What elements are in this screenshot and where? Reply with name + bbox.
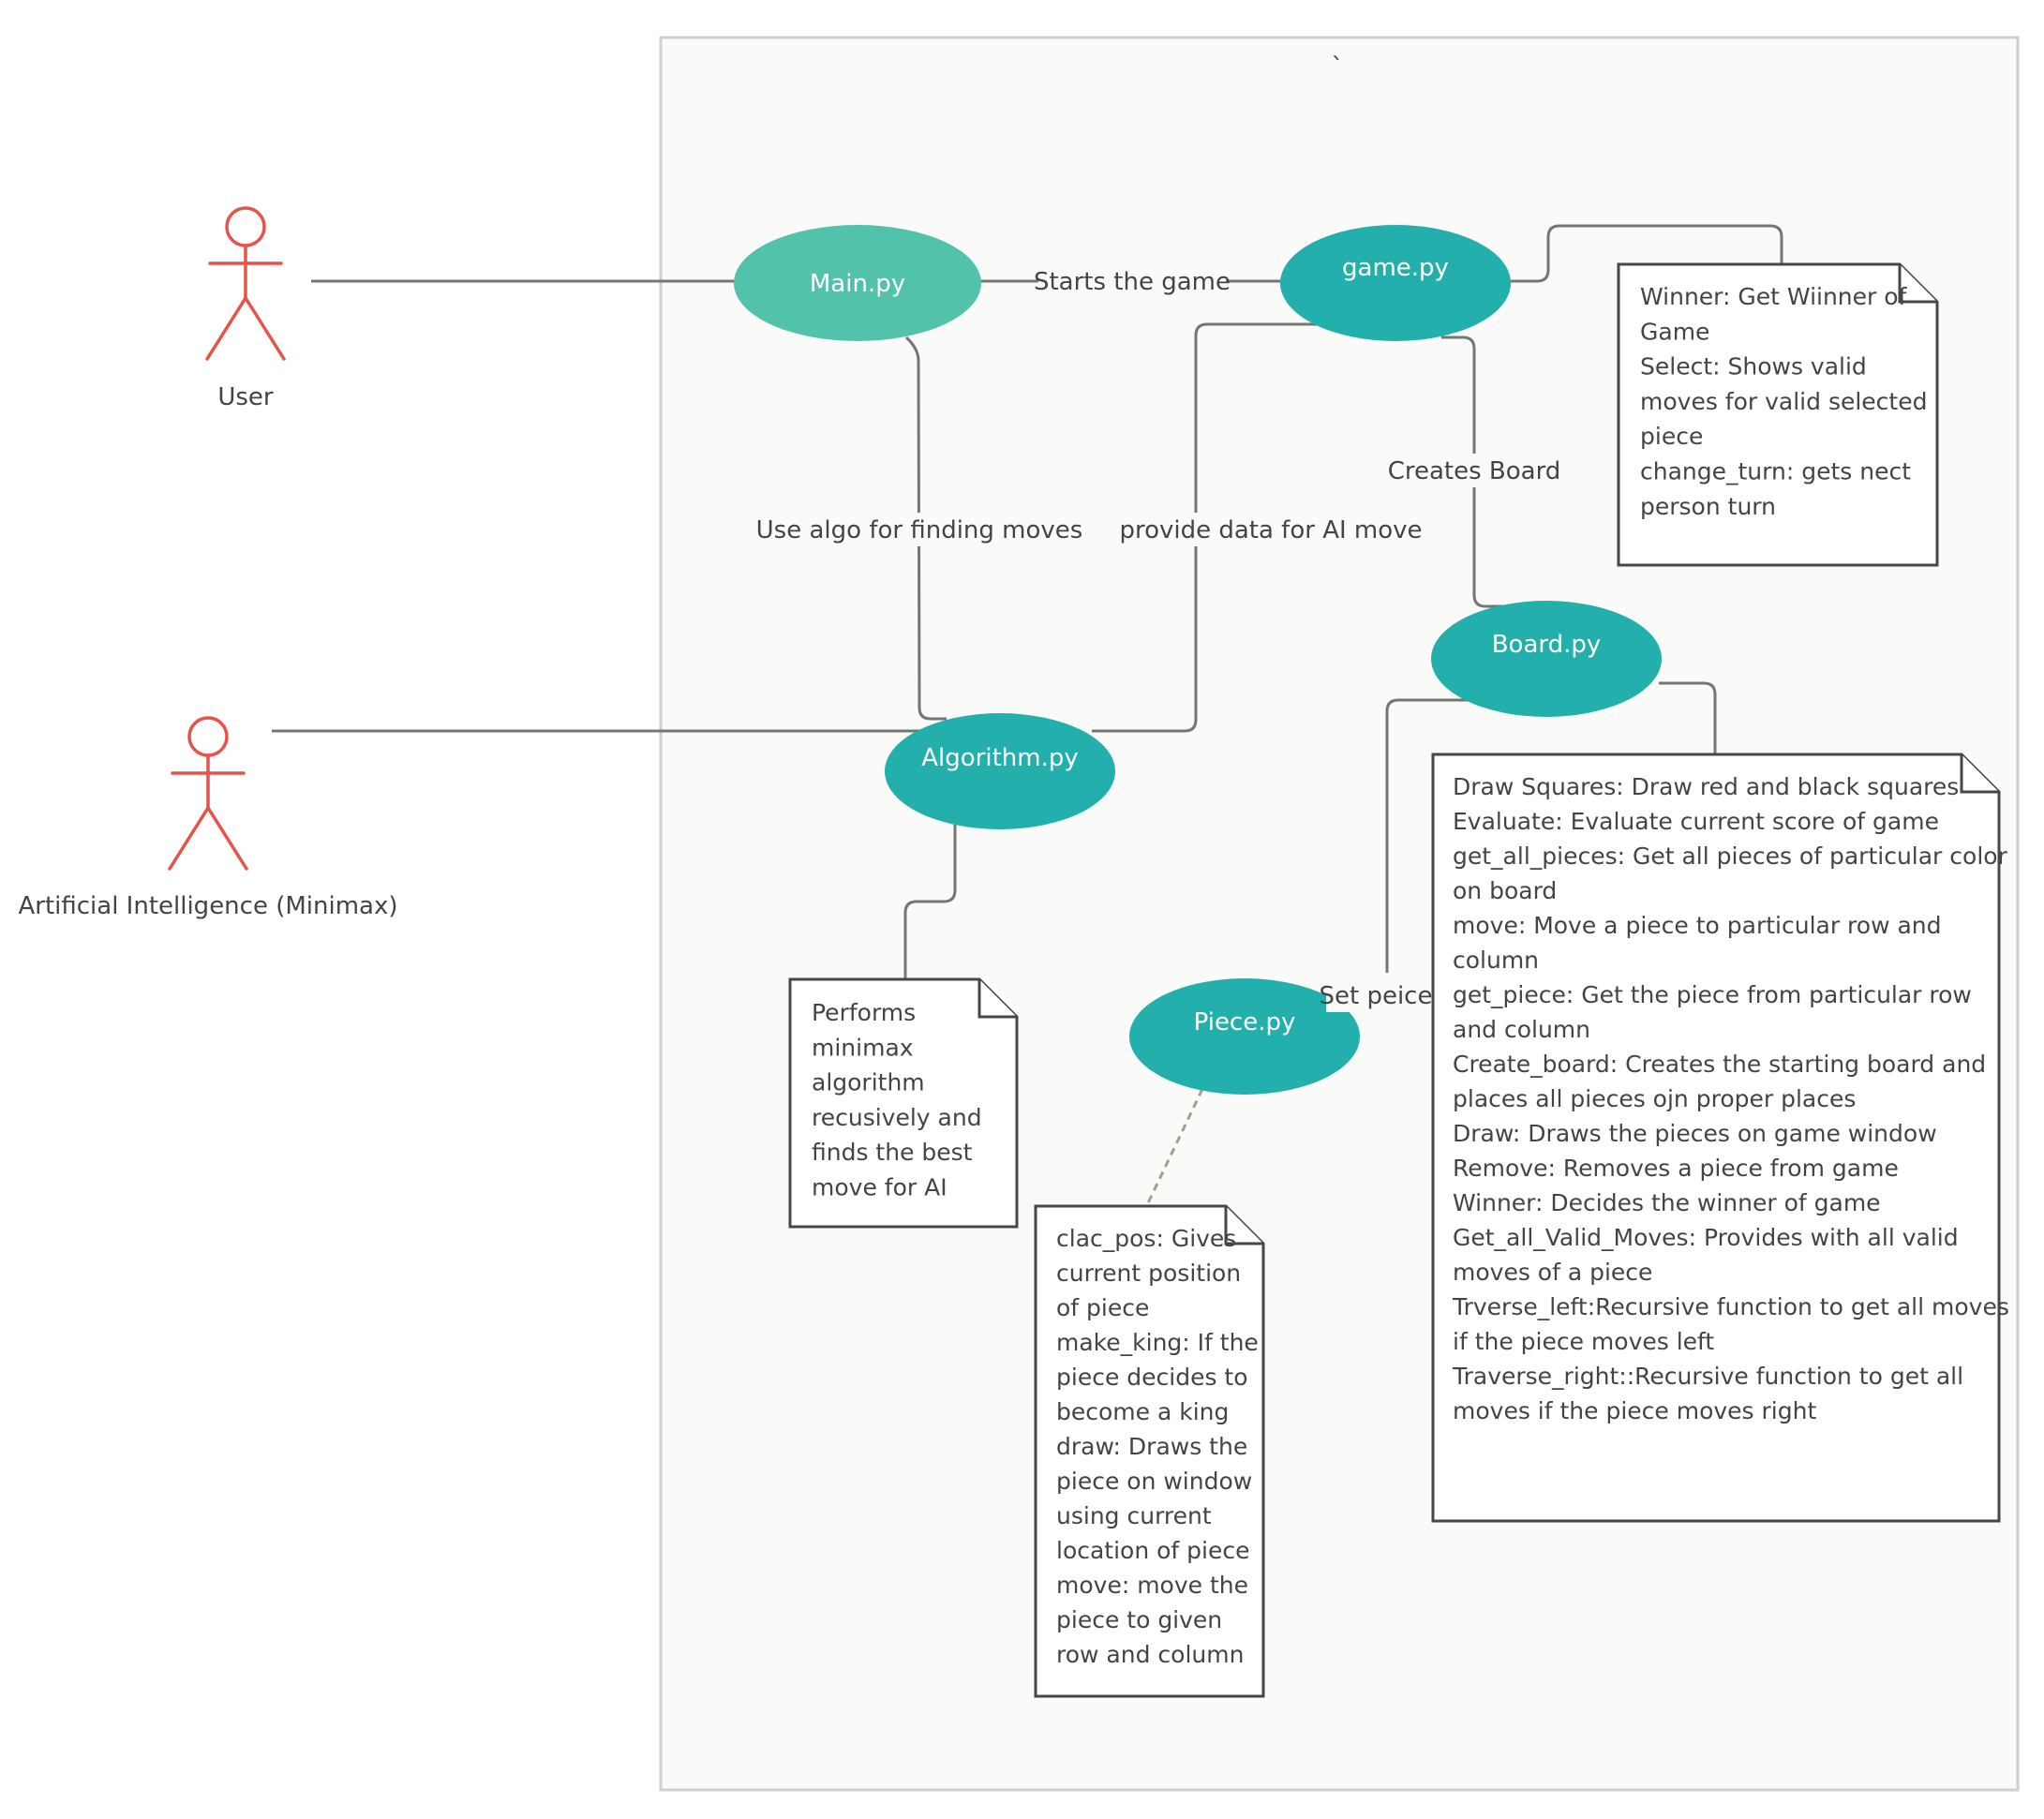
board-note-line: Winner: Decides the winner of game xyxy=(1453,1189,1881,1216)
board-note-line: column xyxy=(1453,947,1539,974)
tick-mark: ` xyxy=(1332,53,1344,82)
board-note-line: Traverse_right::Recursive function to ge… xyxy=(1452,1363,1963,1390)
provide-data-label-bg xyxy=(1130,513,1411,546)
game-note-line: piece xyxy=(1640,423,1703,450)
board-note-line: get_piece: Get the piece from particular… xyxy=(1453,981,1972,1008)
piece-node[interactable] xyxy=(1129,978,1360,1095)
board-note-line: Create_board: Creates the starting board… xyxy=(1453,1051,1986,1078)
board-note-line: get_all_pieces: Get all pieces of partic… xyxy=(1453,842,2008,870)
piece-note-line: using current xyxy=(1056,1502,1212,1529)
piece-note-line: draw: Draws the xyxy=(1056,1433,1247,1460)
board-note-line: Trverse_left:Recursive function to get a… xyxy=(1452,1293,2009,1320)
piece-note-line: clac_pos: Gives xyxy=(1056,1225,1236,1252)
creates-board-label-bg xyxy=(1390,454,1559,487)
board-node[interactable] xyxy=(1431,601,1662,717)
piece-note-line: become a king xyxy=(1056,1398,1229,1425)
piece-note-line: piece on window xyxy=(1056,1468,1252,1495)
piece-note-line: piece decides to xyxy=(1056,1364,1248,1391)
piece-note-line: current position xyxy=(1056,1260,1241,1287)
board-note-line: moves if the piece moves right xyxy=(1453,1397,1816,1424)
board-note-line: Get_all_Valid_Moves: Provides with all v… xyxy=(1453,1224,1959,1251)
game-note-line: moves for valid selected xyxy=(1640,388,1927,415)
main-to-algorithm-connector xyxy=(904,335,947,721)
creates-board-label: Creates Board xyxy=(1388,457,1561,485)
board-note-line: move: Move a piece to particular row and xyxy=(1453,912,1942,939)
set-piece-label: Set peice xyxy=(1320,982,1433,1010)
board-note-line: Draw: Draws the pieces on game window xyxy=(1453,1120,1937,1147)
board-to-piece-connector xyxy=(1385,698,1471,973)
game-note-line: Winner: Get Wiinner of xyxy=(1640,283,1908,310)
user-actor-icon xyxy=(205,206,286,361)
starts-game-label: Starts the game xyxy=(1034,268,1231,296)
game-note xyxy=(1617,262,1939,567)
ai-actor-icon xyxy=(168,716,248,871)
main-node-label: Main.py xyxy=(810,270,905,298)
user-actor-label: User xyxy=(217,383,274,411)
board-to-note-connector xyxy=(1659,681,1717,754)
ai-actor-label: Artificial Intelligence (Minimax) xyxy=(18,892,397,920)
game-note-line: Select: Shows valid xyxy=(1640,353,1867,380)
piece-note-line: move: move the xyxy=(1056,1572,1248,1599)
algo-note-line: Performs xyxy=(812,999,916,1026)
use-algo-label-bg xyxy=(768,513,1070,546)
algorithm-to-note-connector xyxy=(903,825,957,979)
board-note-line: on board xyxy=(1453,877,1557,904)
provide-data-label: provide data for AI move xyxy=(1119,516,1422,544)
algo-note-line: minimax xyxy=(812,1034,914,1061)
board-node-label: Board.py xyxy=(1492,631,1602,659)
board-note-line: Evaluate: Evaluate current score of game xyxy=(1453,808,1939,835)
set-piece-label-bg xyxy=(1326,978,1425,1012)
use-algo-label: Use algo for finding moves xyxy=(756,516,1083,544)
algorithm-note xyxy=(788,977,1019,1229)
main-node[interactable] xyxy=(734,225,981,341)
algo-note-line: recusively and xyxy=(812,1104,982,1131)
game-note-line: change_turn: gets nect xyxy=(1640,458,1911,485)
board-note-line: Remove: Removes a piece from game xyxy=(1453,1155,1899,1182)
board-note xyxy=(1431,753,2001,1523)
algorithm-node-label: Algorithm.py xyxy=(921,744,1079,772)
piece-note-line: row and column xyxy=(1056,1641,1244,1668)
game-node-label: game.py xyxy=(1342,254,1449,282)
board-note-line: places all pieces ojn proper places xyxy=(1453,1085,1856,1112)
piece-note-line: piece to given xyxy=(1056,1606,1222,1633)
algo-note-line: finds the best xyxy=(812,1139,973,1166)
piece-note xyxy=(1034,1204,1265,1698)
piece-note-line: make_king: If the xyxy=(1056,1329,1259,1356)
game-to-note-connector xyxy=(1511,224,1783,283)
game-node[interactable] xyxy=(1280,225,1511,341)
piece-note-line: location of piece xyxy=(1056,1537,1250,1564)
algo-note-line: move for AI xyxy=(812,1174,947,1201)
algo-note-line: algorithm xyxy=(812,1069,925,1096)
starts-game-label-bg xyxy=(1038,264,1226,298)
board-note-line: moves of a piece xyxy=(1453,1259,1652,1286)
board-note-line: if the piece moves left xyxy=(1453,1328,1714,1355)
piece-note-line: of piece xyxy=(1056,1294,1149,1321)
algorithm-node[interactable] xyxy=(885,713,1115,829)
piece-to-note-connector xyxy=(1143,1088,1204,1210)
board-note-line: Draw Squares: Draw red and black squares xyxy=(1453,773,1959,800)
game-note-line: person turn xyxy=(1640,493,1776,520)
board-note-line: and column xyxy=(1453,1016,1590,1043)
piece-node-label: Piece.py xyxy=(1194,1008,1296,1036)
game-note-line: Game xyxy=(1640,318,1709,345)
